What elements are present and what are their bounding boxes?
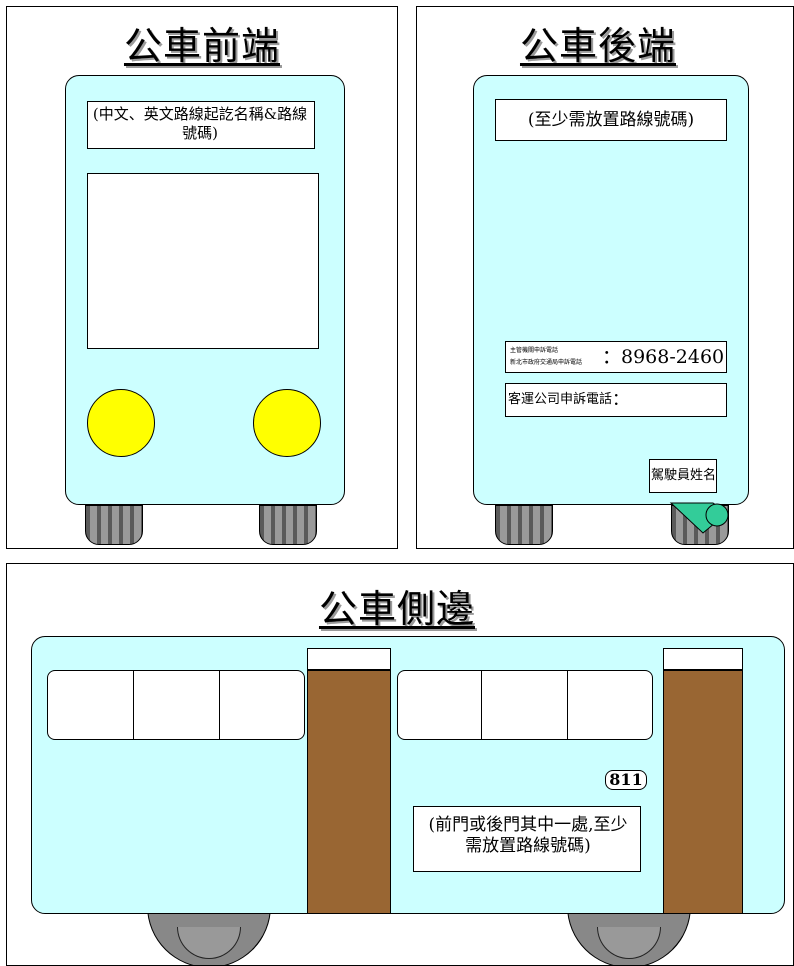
gov-complaint-line2: 新北市政府交通局申訴電話 — [510, 359, 583, 366]
rear-door-header — [663, 648, 743, 670]
front-right-tire — [259, 505, 317, 545]
rear-door — [663, 670, 743, 914]
company-complaint-label: 客運公司申訴電話 — [508, 392, 613, 407]
side-panel: 公車側邊 811 (前門或後門其中一處,至少需放置路線號碼) — [6, 563, 794, 966]
company-complaint-colon: ： — [612, 390, 629, 410]
gov-complaint-phone: ：8968-2460 — [602, 346, 725, 368]
gov-complaint-line1: 主管機關申訴電話 — [510, 347, 559, 354]
front-door-header — [307, 648, 391, 670]
side-window-divider — [133, 670, 134, 740]
front-route-sign: (中文、英文路線起訖名稱&路線號碼) — [87, 101, 315, 149]
rear-route-sign: (至少需放置路線號碼) — [495, 99, 727, 141]
side-window-divider — [567, 670, 568, 740]
front-door — [307, 670, 391, 914]
rear-bus-body — [473, 75, 749, 505]
side-window-divider — [219, 670, 220, 740]
side-route-note: (前門或後門其中一處,至少需放置路線號碼) — [428, 815, 628, 857]
side-window-group-1 — [47, 670, 305, 740]
front-windshield — [87, 173, 319, 349]
mud-flap — [669, 502, 729, 534]
front-panel-title: 公車前端 — [123, 24, 280, 68]
right-headlight — [253, 389, 321, 457]
rear-panel: 公車後端 (至少需放置路線號碼) 主管機關申訴電話 新北市政府交通局申訴電話 ：… — [416, 6, 794, 549]
side-route-note-box: (前門或後門其中一處,至少需放置路線號碼) — [413, 806, 641, 872]
front-panel: 公車前端 (中文、英文路線起訖名稱&路線號碼) — [6, 6, 398, 549]
side-window-divider — [481, 670, 482, 740]
side-panel-title: 公車側邊 — [318, 587, 475, 631]
side-window-group-2 — [397, 670, 653, 740]
driver-name-box: 駕駛員姓名 — [649, 459, 717, 493]
left-headlight — [87, 389, 155, 457]
front-route-sign-text: (中文、英文路線起訖名稱&路線號碼) — [92, 105, 308, 142]
side-route-number: 811 — [605, 770, 647, 790]
front-left-tire — [85, 505, 143, 545]
rear-route-sign-text: (至少需放置路線號碼) — [527, 110, 695, 130]
company-complaint-box: 客運公司申訴電話 ： — [505, 383, 727, 417]
rear-panel-title: 公車後端 — [519, 24, 676, 68]
side-front-wheel — [147, 906, 271, 965]
driver-name-label: 駕駛員姓名 — [651, 468, 717, 483]
side-rear-wheel — [567, 906, 691, 965]
rear-left-tire — [495, 505, 553, 545]
gov-complaint-box: 主管機關申訴電話 新北市政府交通局申訴電話 ：8968-2460 — [505, 341, 727, 373]
